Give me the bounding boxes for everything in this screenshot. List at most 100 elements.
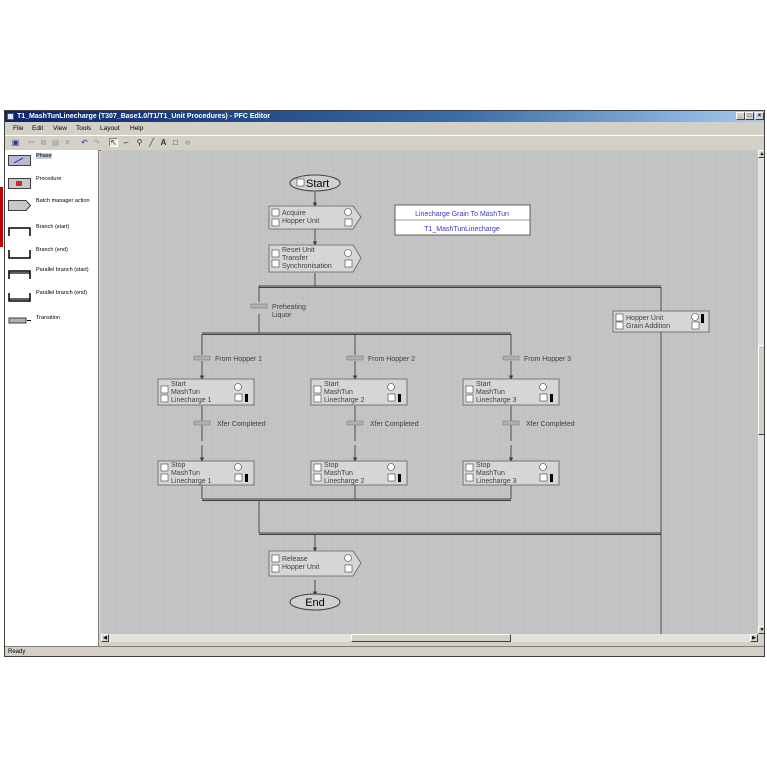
connection-lines (199, 192, 662, 634)
phase-hopper-unit-grain-addition[interactable]: Hopper Unit Grain Addition (612, 310, 710, 333)
scroll-up-arrow-icon[interactable]: ▲ (758, 150, 765, 158)
palette-label: Parallel branch (end) (36, 290, 88, 296)
transition-preheating-liquor[interactable]: Preheating Liquor (250, 303, 306, 319)
transition-label: Xfer Completed (526, 421, 575, 428)
redo-icon[interactable]: ↷ (93, 137, 100, 147)
phase-start-mashtun-linecharge-1[interactable]: Start MashTun Linecharge 1 (157, 378, 255, 406)
copy-icon[interactable]: ⧉ (40, 137, 47, 147)
pfc-canvas[interactable]: Start End Linecharge Grain To MashTun T1… (101, 150, 759, 634)
save-icon[interactable]: ▣ (11, 137, 20, 147)
phase-line-1: Start (324, 381, 339, 388)
start-label: Start (306, 178, 329, 190)
start-node[interactable]: Start (289, 174, 341, 192)
ellipse-icon[interactable]: ○ (185, 137, 190, 147)
end-label: End (305, 597, 325, 609)
transition-label: From Hopper 1 (215, 356, 262, 363)
transition-label: Xfer Completed (217, 421, 266, 428)
branch-end-icon (8, 250, 31, 259)
background-strip-red (0, 187, 3, 247)
menu-help[interactable]: Help (130, 125, 144, 132)
phase-line-1: Reset Unit (282, 247, 315, 254)
palette-item-branch-start[interactable]: Branch (start) (8, 224, 96, 242)
transition-label: From Hopper 3 (524, 356, 571, 363)
vertical-scrollbar[interactable]: ▲ ▼ (758, 150, 765, 634)
phase-release-hopper-unit[interactable]: Release Hopper Unit (268, 550, 362, 577)
text-icon[interactable]: A (160, 137, 167, 147)
phase-icon (8, 155, 31, 166)
pfc-editor-window: T1_MashTunLinecharge (T307_Base1.0/T1/T1… (4, 110, 765, 657)
menu-bar: File Edit View Tools Layout Help (5, 123, 764, 134)
palette-label: Branch (end) (36, 247, 68, 253)
palette-item-procedure[interactable]: Procedure (8, 176, 96, 194)
horizontal-scroll-thumb[interactable] (351, 634, 511, 642)
phase-line-1: Start (476, 381, 491, 388)
status-text: Ready (8, 649, 26, 655)
transition-label: From Hopper 2 (368, 356, 415, 363)
select-icon[interactable]: ↖ (109, 137, 118, 147)
palette-label: Procedure (36, 176, 62, 182)
phase-reset-unit-transfer-synchronisation[interactable]: Reset Unit Transfer Synchronisation (268, 244, 362, 273)
batch-manager-action-icon (8, 200, 31, 211)
line-icon[interactable]: ╱ (149, 137, 154, 147)
maximize-button[interactable]: □ (745, 112, 754, 120)
menu-edit[interactable]: Edit (32, 125, 44, 132)
minimize-button[interactable]: _ (736, 112, 745, 120)
palette-label: Branch (start) (36, 224, 70, 230)
cut-icon[interactable]: ✂ (28, 137, 35, 147)
phase-line-2: Hopper Unit (282, 218, 319, 225)
phase-start-mashtun-linecharge-2[interactable]: Start MashTun Linecharge 2 (310, 378, 408, 406)
procedure-info-box[interactable]: Linecharge Grain To MashTun T1_MashTunLi… (394, 204, 531, 236)
transition-label: Xfer Completed (370, 421, 419, 428)
phase-line-1: Hopper Unit (626, 315, 663, 322)
phase-start-mashtun-linecharge-3[interactable]: Start MashTun Linecharge 3 (462, 378, 560, 406)
element-palette: Phase Procedure Batch manager action Bra… (5, 150, 99, 646)
palette-item-batch-manager-action[interactable]: Batch manager action (8, 198, 96, 216)
transition-from-hopper-3[interactable]: From Hopper 3 (502, 355, 571, 363)
phase-stop-mashtun-linecharge-1[interactable]: Stop MashTun Linecharge 1 (157, 460, 255, 486)
toolbar: ▣ ✂ ⧉ ▤ ✕ ↶ ↷ ↖ ⌐ ⚲ ╱ A □ ○ (5, 135, 764, 151)
scroll-right-arrow-icon[interactable]: ▶ (750, 634, 758, 642)
phase-line-1: Start (171, 381, 186, 388)
palette-item-parallel-branch-end[interactable]: Parallel branch (end) (8, 290, 96, 308)
phase-line-1: Stop (324, 462, 339, 469)
vertical-scroll-thumb[interactable] (758, 345, 764, 435)
end-node[interactable]: End (289, 593, 341, 611)
transition-xfer-completed-1[interactable]: Xfer Completed (193, 420, 266, 428)
menu-layout[interactable]: Layout (100, 125, 120, 132)
palette-item-parallel-branch-start[interactable]: Parallel branch (start) (8, 267, 96, 285)
phase-line-2: MashTun (324, 389, 353, 396)
paste-icon[interactable]: ▤ (51, 137, 60, 147)
zoom-icon[interactable]: ⚲ (136, 137, 143, 147)
transition-xfer-completed-3[interactable]: Xfer Completed (502, 420, 575, 428)
palette-label: Batch manager action (36, 198, 90, 204)
phase-line-2: MashTun (171, 389, 200, 396)
phase-stop-mashtun-linecharge-2[interactable]: Stop MashTun Linecharge 2 (310, 460, 408, 486)
phase-line-1: Stop (476, 462, 491, 469)
phase-line-3: Linecharge 3 (476, 478, 517, 485)
scroll-down-arrow-icon[interactable]: ▼ (758, 626, 765, 634)
phase-line-3: Linecharge 1 (171, 478, 212, 485)
connect-icon[interactable]: ⌐ (124, 137, 129, 147)
rectangle-icon[interactable]: □ (173, 137, 178, 147)
delete-icon[interactable]: ✕ (64, 137, 71, 147)
phase-line-3: Linecharge 2 (324, 478, 365, 485)
horizontal-scrollbar[interactable]: ◀ ▶ (101, 634, 758, 642)
status-bar: Ready (5, 646, 764, 656)
transition-from-hopper-2[interactable]: From Hopper 2 (346, 355, 415, 363)
scroll-left-arrow-icon[interactable]: ◀ (101, 634, 109, 642)
phase-acquire-hopper-unit[interactable]: Acquire Hopper Unit (268, 205, 362, 230)
undo-icon[interactable]: ↶ (81, 137, 88, 147)
transition-from-hopper-1[interactable]: From Hopper 1 (193, 355, 262, 363)
menu-file[interactable]: File (13, 125, 24, 132)
palette-item-transition[interactable]: Transition (8, 313, 96, 331)
palette-item-branch-end[interactable]: Branch (end) (8, 247, 96, 265)
transition-xfer-completed-2[interactable]: Xfer Completed (346, 420, 419, 428)
title-bar[interactable]: T1_MashTunLinecharge (T307_Base1.0/T1/T1… (5, 111, 764, 122)
palette-item-phase[interactable]: Phase (8, 153, 96, 171)
menu-tools[interactable]: Tools (76, 125, 92, 132)
menu-view[interactable]: View (53, 125, 67, 132)
transition-icon (8, 317, 31, 324)
close-button[interactable]: × (755, 112, 764, 120)
phase-line-3: Linecharge 2 (324, 397, 365, 404)
phase-stop-mashtun-linecharge-3[interactable]: Stop MashTun Linecharge 3 (462, 460, 560, 486)
